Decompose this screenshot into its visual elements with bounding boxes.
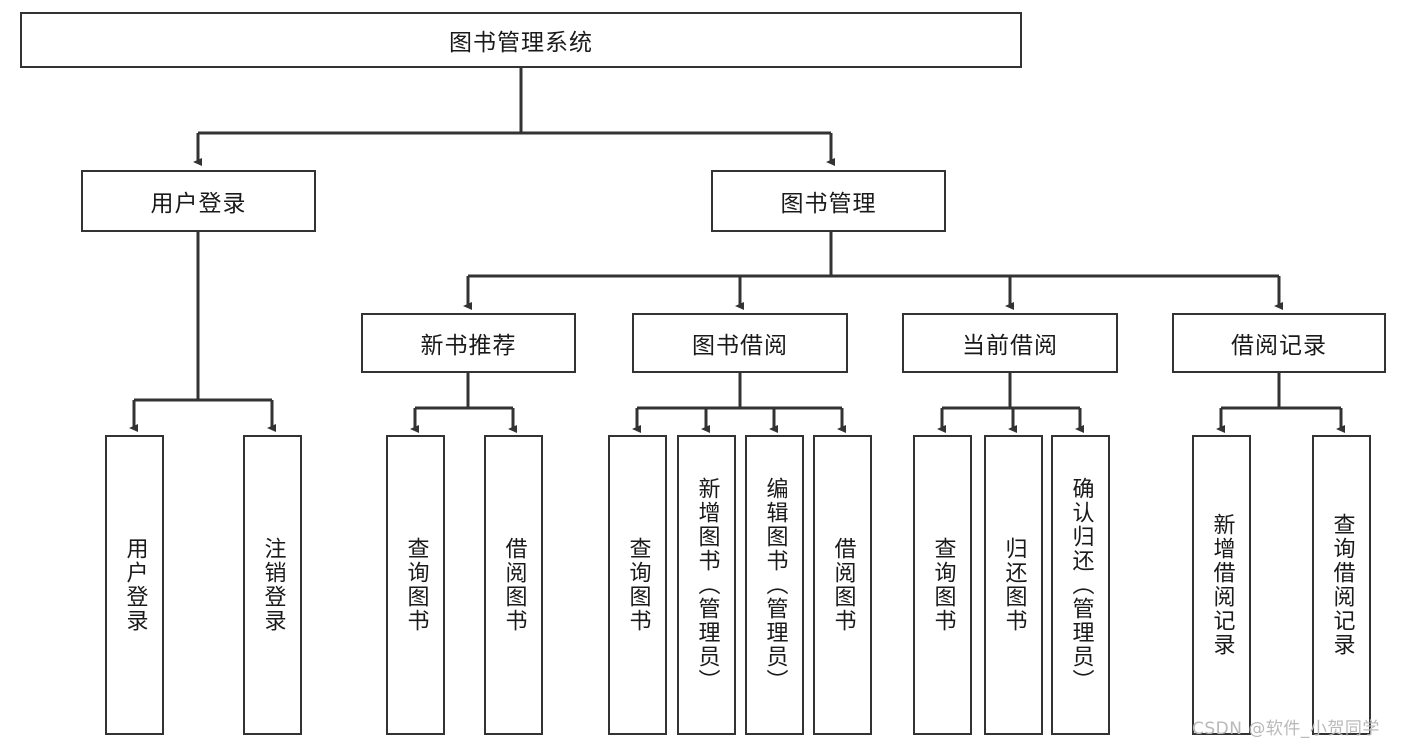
node-current-borrow[interactable]: 当前借阅 [902, 313, 1118, 373]
leaf-borrow-book-recommend[interactable]: 借阅图书 [484, 435, 543, 735]
leaf-user-login[interactable]: 用户登录 [105, 435, 164, 735]
node-book-borrow[interactable]: 图书借阅 [632, 313, 848, 373]
node-root[interactable]: 图书管理系统 [20, 12, 1022, 68]
node-user-login[interactable]: 用户登录 [81, 170, 316, 232]
leaf-borrow-book[interactable]: 借阅图书 [813, 435, 872, 735]
leaf-query-borrow-record[interactable]: 查询借阅记录 [1312, 435, 1371, 735]
leaf-query-book-recommend[interactable]: 查询图书 [386, 435, 445, 735]
node-new-book-recommend[interactable]: 新书推荐 [361, 313, 576, 373]
csdn-watermark: CSDN @软件_小贺同学 [1192, 719, 1380, 739]
leaf-add-borrow-record[interactable]: 新增借阅记录 [1192, 435, 1251, 735]
leaf-confirm-return-admin[interactable]: 确认归还（管理员） [1051, 435, 1110, 735]
leaf-edit-book-admin[interactable]: 编辑图书（管理员） [745, 435, 804, 735]
leaf-query-book-borrow[interactable]: 查询图书 [608, 435, 667, 735]
leaf-return-book[interactable]: 归还图书 [984, 435, 1043, 735]
leaf-logout[interactable]: 注销登录 [243, 435, 302, 735]
node-borrow-records[interactable]: 借阅记录 [1172, 313, 1386, 373]
leaf-query-book-current[interactable]: 查询图书 [913, 435, 972, 735]
leaf-add-book-admin[interactable]: 新增图书（管理员） [677, 435, 736, 735]
node-book-management[interactable]: 图书管理 [711, 170, 946, 232]
